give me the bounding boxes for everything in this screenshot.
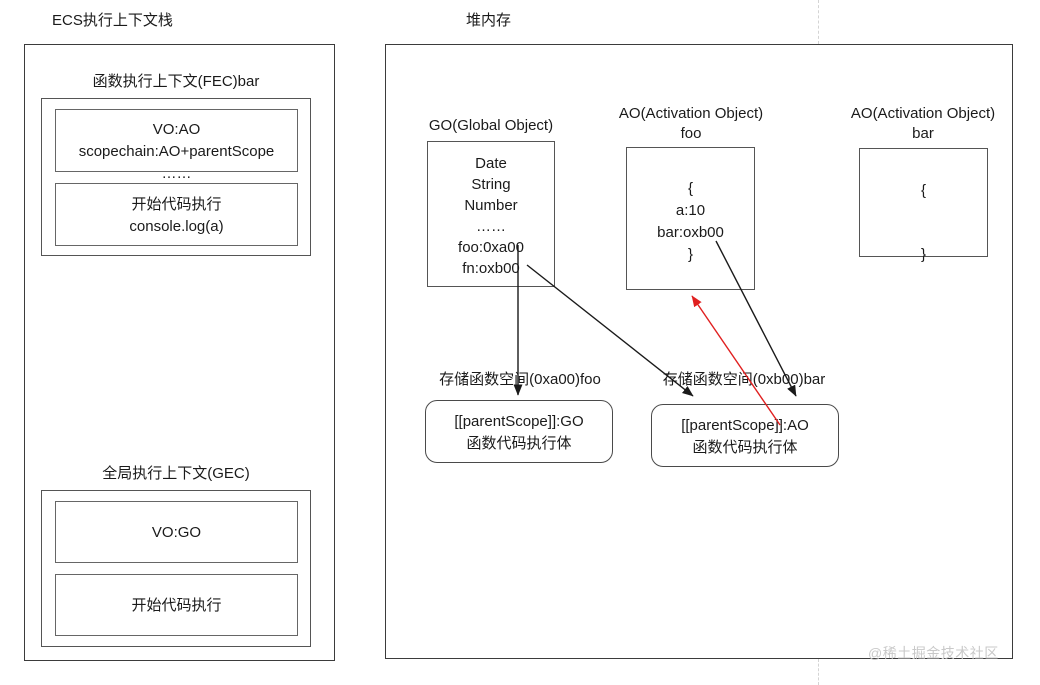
gec-row-exec: 开始代码执行 — [55, 574, 298, 636]
ao-foo-box-text: { a:10 bar:oxb00 } — [657, 180, 724, 263]
fec-row-vo: VO:AO scopechain:AO+parentScope …… — [55, 109, 298, 182]
guide-line-bottom — [818, 659, 819, 685]
fec-row-exec: 开始代码执行 console.log(a) — [55, 183, 298, 246]
fn-bar-caption: 存储函数空间(0xb00)bar — [662, 371, 826, 388]
ao-foo-box: { a:10 bar:oxb00 } — [626, 147, 755, 290]
fn-bar-box-text: [[parentScope]]:AO 函数代码执行体 — [681, 417, 809, 456]
gec-row-vo: VO:GO — [55, 501, 298, 563]
watermark: @稀土掘金技术社区 — [868, 645, 999, 661]
stack-panel-title: ECS执行上下文栈 — [52, 12, 173, 29]
heap-panel — [385, 44, 1013, 659]
go-box-text: Date String Number …… foo:0xa00 fn:oxb00 — [458, 155, 524, 277]
fn-foo-box: [[parentScope]]:GO 函数代码执行体 — [425, 400, 613, 463]
fec-caption: 函数执行上下文(FEC)bar — [92, 73, 260, 90]
ao-bar-box: { } — [859, 148, 988, 263]
fec-row-vo-text: VO:AO scopechain:AO+parentScope …… — [78, 121, 275, 182]
ao-foo-caption: AO(Activation Object) foo — [618, 105, 764, 142]
heap-panel-title: 堆内存 — [466, 12, 512, 29]
fn-foo-caption: 存储函数空间(0xa00)foo — [439, 371, 601, 388]
ao-bar-box-text: { } — [920, 182, 926, 263]
gec-row-vo-text: VO:GO — [151, 524, 202, 541]
go-caption: GO(Global Object) — [428, 117, 554, 134]
go-box: Date String Number …… foo:0xa00 fn:oxb00 — [427, 141, 555, 287]
fn-foo-box-text: [[parentScope]]:GO 函数代码执行体 — [454, 413, 584, 452]
guide-line-top — [818, 0, 819, 44]
stack-panel — [24, 44, 335, 661]
fn-bar-box: [[parentScope]]:AO 函数代码执行体 — [651, 404, 839, 467]
ao-bar-caption: AO(Activation Object) bar — [850, 105, 996, 142]
gec-row-exec-text: 开始代码执行 — [131, 597, 222, 614]
fec-container — [41, 98, 311, 256]
fec-row-exec-text: 开始代码执行 console.log(a) — [129, 196, 224, 235]
gec-container — [41, 490, 311, 647]
gec-caption: 全局执行上下文(GEC) — [102, 465, 250, 482]
